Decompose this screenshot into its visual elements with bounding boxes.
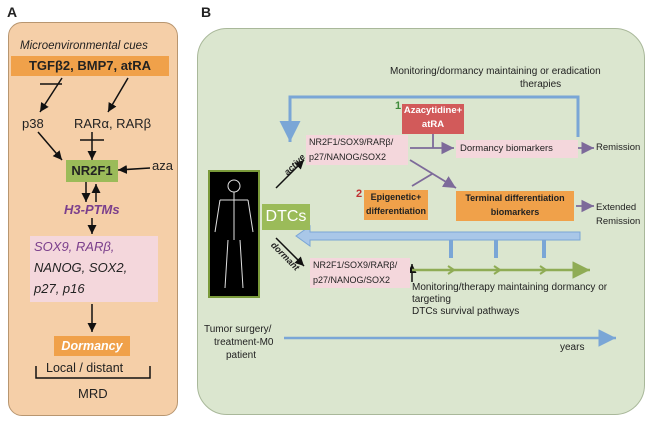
step-1-number: 1 bbox=[395, 100, 402, 112]
microenvironment-title: Microenvironmental cues bbox=[20, 40, 148, 52]
monitoring-top-line-2: therapies bbox=[520, 79, 562, 90]
nr2f1-box: NR2F1 bbox=[66, 160, 118, 182]
dormant-genes-line-2: p27/NANOG/SOX2 bbox=[313, 275, 391, 285]
green-chevron-3 bbox=[539, 265, 548, 275]
active-genes-line-2: p27/NANOG/SOX2 bbox=[309, 152, 387, 162]
surgery-line-3: patient bbox=[226, 350, 257, 361]
bracket-local-distant bbox=[35, 366, 151, 379]
years-label: years bbox=[560, 342, 585, 353]
dormant-genes-box: NR2F1/SOX9/RARβ/ p27/NANOG/SOX2 bbox=[310, 258, 410, 288]
targets-line-2: NANOG, SOX2, bbox=[34, 260, 128, 275]
arrow-atra-to-rar bbox=[107, 77, 129, 113]
targets-line-3: p27, p16 bbox=[34, 281, 85, 296]
terminal-line-1: Terminal differentiation bbox=[465, 193, 565, 203]
remission-label: Remission bbox=[596, 142, 641, 153]
arrow-epigenetic-up bbox=[411, 173, 433, 187]
epigenetic-line-2: differentiation bbox=[366, 206, 426, 216]
mrd-label: MRD bbox=[78, 386, 108, 401]
person-icon bbox=[214, 179, 254, 289]
arrow-aza-to-nr2f1 bbox=[117, 164, 151, 174]
targets-line-1: SOX9, RARβ, bbox=[34, 239, 115, 254]
blue-wide-arrow bbox=[295, 225, 581, 247]
azacytidine-box: Azacytidine+ atRA bbox=[402, 104, 464, 134]
targets-box: SOX9, RARβ, NANOG, SOX2, p27, p16 bbox=[30, 236, 158, 302]
epigenetic-line-1: Epigenetic+ bbox=[370, 192, 422, 202]
feedback-loop-arrow bbox=[279, 95, 580, 142]
extended-remission-line-1: Extended bbox=[596, 202, 637, 213]
cues-box: TGFβ2, BMP7, atRA bbox=[11, 56, 169, 76]
monitoring-top-line-1: Monitoring/dormancy maintaining or eradi… bbox=[390, 66, 601, 77]
arrow-genes-to-terminal bbox=[409, 159, 457, 189]
green-chevron-1 bbox=[447, 265, 456, 275]
p38-label: p38 bbox=[22, 116, 44, 131]
azacytidine-line-1: Azacytidine+ bbox=[403, 105, 463, 116]
panel-b-letter: B bbox=[201, 4, 212, 20]
arrow-dtcs-active bbox=[275, 159, 305, 189]
step-2-number: 2 bbox=[356, 188, 363, 200]
terminal-line-2: biomarkers bbox=[490, 207, 540, 217]
azacytidine-line-2: atRA bbox=[421, 119, 445, 130]
extended-remission-line-2: Remission bbox=[596, 216, 641, 227]
patient-body-frame bbox=[208, 170, 260, 298]
aza-label: aza bbox=[152, 158, 173, 173]
arrow-p38-to-nr2f1 bbox=[37, 131, 63, 161]
dormancy-biomarkers-box: Dormancy biomarkers bbox=[456, 140, 578, 158]
dormant-genes-line-1: NR2F1/SOX9/RARβ/ bbox=[313, 260, 398, 270]
surgery-line-1: Tumor surgery/ bbox=[204, 324, 272, 335]
active-genes-line-1: NR2F1/SOX9/RARβ/ bbox=[309, 137, 394, 147]
epigenetic-box: Epigenetic+ differentiation bbox=[364, 190, 428, 220]
dtcs-box: DTCs bbox=[262, 204, 310, 230]
active-genes-box: NR2F1/SOX9/RARβ/ p27/NANOG/SOX2 bbox=[306, 135, 408, 165]
local-distant-label: Local / distant bbox=[46, 361, 124, 375]
panel-a-letter: A bbox=[7, 4, 18, 20]
monitoring-bottom-line-3: DTCs survival pathways bbox=[412, 306, 520, 317]
monitoring-bottom-line-1: Monitoring/therapy maintaining dormancy … bbox=[412, 282, 608, 293]
terminal-differentiation-box: Terminal differentiation biomarkers bbox=[456, 191, 574, 221]
h3-ptms-label: H3-PTMs bbox=[64, 202, 120, 217]
green-chevron-2 bbox=[493, 265, 502, 275]
rar-label: RARα, RARβ bbox=[74, 116, 152, 131]
monitoring-bottom-line-2: targeting bbox=[412, 294, 451, 305]
surgery-line-2: treatment-M0 bbox=[214, 337, 274, 348]
arrow-dtcs-dormant bbox=[275, 237, 305, 267]
dormancy-box: Dormancy bbox=[54, 336, 130, 356]
